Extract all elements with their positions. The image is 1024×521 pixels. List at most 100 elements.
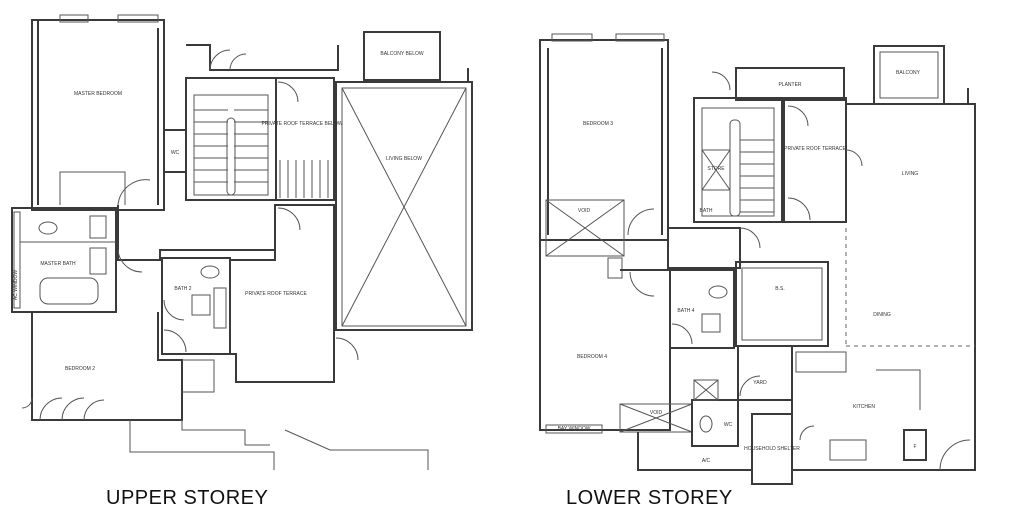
door-swing	[335, 337, 359, 361]
door-swing	[799, 425, 815, 441]
shower-area	[89, 247, 107, 275]
door-swing	[21, 397, 33, 409]
label-void-upper: VOID	[578, 208, 591, 214]
label-bedroom-3: BEDROOM 3	[583, 121, 613, 127]
label-household-shelter: HOUSEHOLD SHELTER	[744, 446, 800, 452]
bedroom-2-walls	[31, 312, 183, 421]
door-swing	[209, 49, 231, 71]
balcony-inner	[879, 51, 939, 99]
window-sill	[615, 33, 665, 42]
bath-2-walls	[161, 257, 231, 355]
label-private-roof-terrace: PRIVATE ROOF TERRACE	[784, 146, 846, 152]
lower-private-roof-walls	[783, 97, 847, 223]
void-left	[545, 199, 625, 257]
ac-ledge-walls	[637, 432, 752, 471]
lower-storey-title: LOWER STOREY	[566, 487, 733, 509]
door-swing	[61, 397, 85, 421]
basin	[191, 294, 211, 316]
label-bath-4: BATH 4	[677, 308, 694, 314]
void-cross	[545, 199, 625, 257]
label-bath-2: BATH 2	[174, 286, 191, 292]
wardrobe-outline	[59, 171, 126, 205]
label-master-bath: MASTER BATH	[40, 261, 76, 267]
label-fridge: F	[913, 444, 916, 450]
label-master-bedroom: MASTER BEDROOM	[74, 91, 122, 97]
living-outer-wall	[846, 103, 976, 471]
store-box	[701, 149, 731, 191]
ac-window-ledge	[13, 211, 21, 309]
kitchen-counter	[876, 369, 921, 410]
door-swing	[739, 375, 761, 397]
door-swing	[277, 207, 301, 231]
basin	[701, 313, 721, 333]
door-swing	[117, 249, 143, 273]
planter-outline	[181, 420, 270, 446]
void-cross	[619, 403, 693, 433]
label-kitchen: KITCHEN	[853, 404, 875, 410]
lower-stair-treads	[729, 119, 774, 217]
door-swing	[229, 53, 247, 71]
label-store: STORE	[707, 166, 725, 172]
label-void-lower: VOID	[650, 410, 663, 416]
label-balcony: BALCONY	[896, 70, 921, 76]
railing	[279, 160, 329, 198]
label-private-roof-terrace: PRIVATE ROOF TERRACE	[245, 291, 307, 297]
label-private-roof-below: PRIVATE ROOF TERRACE BELOW	[261, 121, 342, 127]
balcony-below-walls	[363, 31, 441, 81]
lower-staircase-walls	[693, 97, 783, 223]
label-bedroom-2: BEDROOM 2	[65, 366, 95, 372]
label-planter: PLANTER	[778, 82, 801, 88]
label-balcony-below: BALCONY BELOW	[380, 51, 424, 57]
door-swing	[163, 329, 187, 353]
private-roof-terrace-walls	[230, 204, 335, 383]
door-swing	[671, 323, 693, 345]
yard-walls	[737, 346, 793, 401]
label-yard: YARD	[753, 380, 767, 386]
upper-top-wall	[186, 44, 339, 71]
living-below-walls	[335, 81, 473, 331]
hob	[829, 439, 867, 461]
door-swing	[627, 208, 655, 236]
shaft-cross	[693, 379, 719, 401]
label-bedroom-4: BEDROOM 4	[577, 354, 607, 360]
door-swing	[787, 197, 811, 221]
toilet	[200, 265, 220, 279]
kitchen-walls	[791, 346, 940, 471]
basin	[607, 257, 623, 279]
private-roof-below-walls	[275, 77, 335, 201]
stair-treads	[194, 109, 268, 196]
label-living-below: LIVING BELOW	[386, 156, 422, 162]
toilet	[38, 221, 58, 235]
vanity-basin	[89, 215, 107, 239]
corridor-walls	[117, 205, 276, 261]
lower-storey-plan: BEDROOM 3 PLANTER BALCONY PRIVATE ROOF T…	[539, 33, 976, 485]
label-ac-window: AC WINDOW	[13, 270, 19, 301]
door-swing	[163, 299, 185, 321]
shaft	[693, 379, 719, 401]
door-swing	[39, 397, 63, 421]
bath-block-inner	[741, 267, 823, 341]
door-swing	[787, 105, 809, 127]
planter-outline	[129, 420, 275, 470]
label-dining: DINING	[873, 312, 891, 318]
door-swing	[277, 81, 299, 103]
bath-block-walls	[735, 261, 829, 347]
upper-storey-title: UPPER STOREY	[106, 487, 269, 509]
store-cross	[701, 149, 731, 191]
master-bedroom-walls	[31, 19, 165, 211]
label-living: LIVING	[902, 171, 919, 177]
label-wc: WC	[171, 150, 180, 156]
door-swing	[711, 71, 731, 91]
bedroom-3-walls	[539, 39, 669, 241]
planter-outline	[284, 429, 429, 470]
bay-window-ledge	[545, 424, 603, 434]
lower-core-walls	[667, 227, 741, 269]
label-bath: BATH	[700, 208, 713, 214]
door-swing	[629, 271, 655, 297]
ledge-outline	[182, 359, 215, 393]
sink-counter	[795, 351, 847, 373]
bath-4-walls	[669, 269, 735, 349]
fridge-space	[903, 429, 927, 461]
toilet	[699, 415, 713, 433]
